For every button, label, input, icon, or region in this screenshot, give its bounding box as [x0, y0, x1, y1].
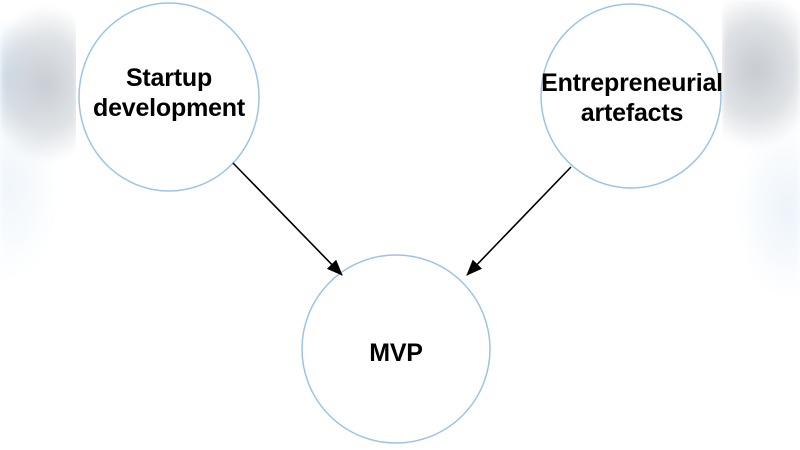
edge-arrow-entrepreneurial-to-mvp: [466, 166, 572, 276]
node-entrepreneurial-artefacts-circle: [540, 3, 722, 189]
node-label-mvp: MVP: [369, 339, 423, 367]
node-startup-development-circle: [78, 2, 260, 192]
left-blur-bar: [0, 0, 78, 450]
edge-arrow-startup-to-mvp: [232, 162, 343, 276]
node-label-startup-development: Startup development: [93, 64, 245, 122]
node-mvp-circle: [301, 254, 491, 444]
right-blur-bar: [722, 0, 800, 450]
node-label-entrepreneurial-artefacts: Entrepreneurial artefacts: [541, 69, 723, 127]
